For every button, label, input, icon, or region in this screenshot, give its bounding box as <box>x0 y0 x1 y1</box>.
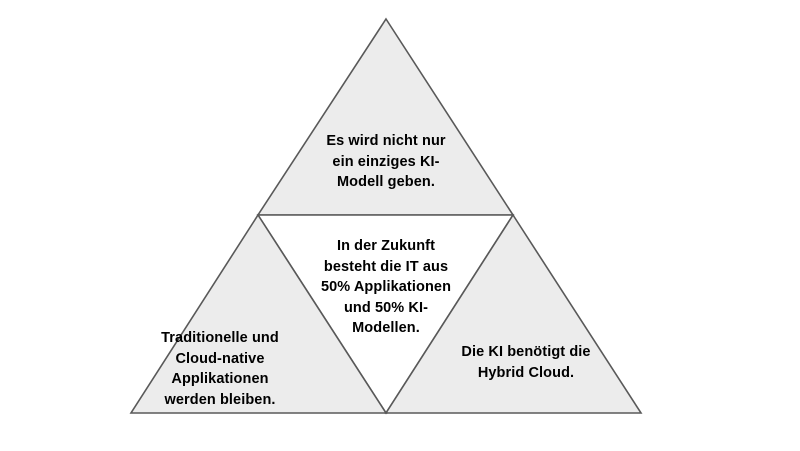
triangle-top <box>256 17 515 216</box>
triangle-bottom-right <box>384 213 643 414</box>
triangle-bottom-left <box>129 213 388 414</box>
